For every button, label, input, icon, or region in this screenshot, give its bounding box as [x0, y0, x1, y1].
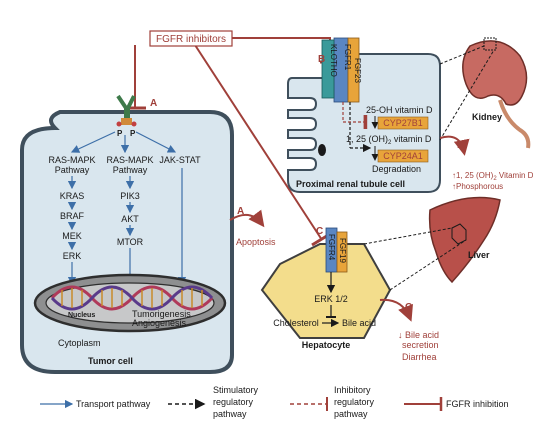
cyp27b1-label: CYP27B1	[383, 118, 423, 128]
kidney-effect-phosphorous: ↑Phosphorous	[452, 182, 503, 191]
inhibition-line-renal	[232, 37, 331, 60]
legend-fgfr-inhibition: FGFR inhibition	[446, 399, 509, 409]
legend-stimulatory-1: Stimulatory	[213, 385, 259, 395]
kidney-zoom-line-bottom	[439, 49, 495, 141]
legend-inhibitory-3: pathway	[334, 409, 368, 419]
liver-effect-line3: Diarrhea	[402, 352, 437, 362]
liver-zoom-line-bottom	[389, 239, 467, 291]
renal-tubule-cell: FGFR1 FGF23 KLOTHO 25-OH vitamin D CYP27…	[287, 37, 441, 193]
legend: Transport pathway Stimulatory regulatory…	[40, 385, 509, 419]
fgfr-inhibitors-label: FGFR inhibitors	[156, 34, 226, 45]
kidney-icon	[462, 37, 531, 149]
apoptosis-arrow	[229, 209, 265, 228]
cholesterol-label: Cholesterol	[273, 318, 319, 328]
liver-effect-arrow	[379, 298, 413, 322]
fgf23-label: FGF23	[353, 58, 362, 83]
renal-cell-title: Proximal renal tubule cell	[296, 179, 405, 189]
legend-stimulatory-2: regulatory	[213, 397, 254, 407]
legend-stimulatory-3: pathway	[213, 409, 247, 419]
marker-b-receptor: B	[318, 54, 325, 65]
nucleus-label: Nucleus	[68, 312, 95, 319]
node-mek: MEK	[62, 231, 82, 241]
kidney-effect-vitd: ↑1, 25 (OH)2 Vitamin D	[452, 171, 534, 182]
vitd-25oh: 25-OH vitamin D	[366, 105, 433, 115]
marker-c-receptor: C	[316, 226, 323, 237]
tumor-cell: P P RAS-MAPK Pathway KRAS BRAF MEK ERK R…	[20, 94, 234, 374]
tumor-receptor-icon	[116, 94, 137, 127]
nucleus	[33, 273, 227, 333]
marker-c-effect: C	[405, 302, 412, 313]
liver-effect-line2: secretion	[402, 340, 439, 350]
pathway2-title: RAS-MAPK	[106, 155, 153, 165]
cytoplasm-label: Cytoplasm	[58, 338, 101, 348]
kidney-label: Kidney	[472, 112, 502, 122]
kidney-zoom-line-top	[439, 45, 485, 65]
renal-nucleus-dot	[318, 144, 326, 156]
fgfr-inhibitors-box: FGFR inhibitors	[149, 30, 233, 47]
marker-b-effect: B	[457, 140, 464, 151]
node-akt: AKT	[121, 214, 139, 224]
node-kras: KRAS	[60, 191, 85, 201]
marker-a-apoptosis: A	[237, 206, 244, 217]
fgfr4-label: FGFR4	[327, 234, 336, 261]
fgf19-label: FGF19	[338, 238, 347, 263]
inhibition-line-hepatocyte	[194, 44, 323, 241]
outcome-tumorigenesis: Tumorigenesis	[132, 309, 191, 319]
pathway1-title: RAS-MAPK	[48, 155, 95, 165]
phospho-marker-right: P	[130, 129, 136, 138]
renal-fgfr1-bar	[347, 37, 360, 103]
renal-receptor-label: FGFR1	[343, 44, 352, 71]
tumor-cell-title: Tumor cell	[88, 356, 133, 366]
vitd-125oh: 1, 25 (OH)2 vitamin D	[346, 134, 432, 146]
kidney-effect-arrow	[439, 135, 470, 156]
hepatocyte: FGFR4 FGF19 ERK 1/2 Cholesterol Bile aci…	[260, 227, 392, 350]
cyp27b1-box	[377, 116, 429, 130]
cyp24a1-label: CYP24A1	[383, 151, 423, 161]
pathway1-subtitle: Pathway	[55, 165, 90, 175]
legend-inhibitory-1: Inhibitory	[334, 385, 371, 395]
marker-a-receptor: A	[150, 98, 157, 109]
bile-acid-label: Bile acid	[342, 318, 376, 328]
pathway2-subtitle: Pathway	[113, 165, 148, 175]
klotho-label: KLOTHO	[329, 44, 338, 77]
hepatocyte-title: Hepatocyte	[302, 340, 351, 350]
pathway3-title: JAK-STAT	[159, 155, 201, 165]
node-erk: ERK	[63, 251, 82, 261]
liver-label: Liver	[468, 250, 490, 260]
erk12-label: ERK 1/2	[314, 294, 348, 304]
klotho-bar	[321, 39, 335, 99]
liver-icon	[428, 196, 501, 284]
node-braf: BRAF	[60, 211, 85, 221]
outcome-angiogenesis: Angiogenesis	[132, 318, 187, 328]
phospho-marker-left: P	[117, 129, 123, 138]
legend-transport: Transport pathway	[76, 399, 151, 409]
legend-inhibitory-2: regulatory	[334, 397, 375, 407]
apoptosis-label: Apoptosis	[236, 237, 276, 247]
fgf19-bar	[336, 231, 348, 273]
node-pik3: PIK3	[120, 191, 140, 201]
liver-effect-line1: ↓ Bile acid	[398, 330, 439, 340]
cyp24a1-box	[377, 149, 429, 163]
degradation-label: Degradation	[372, 164, 421, 174]
node-mtor: MTOR	[117, 237, 144, 247]
